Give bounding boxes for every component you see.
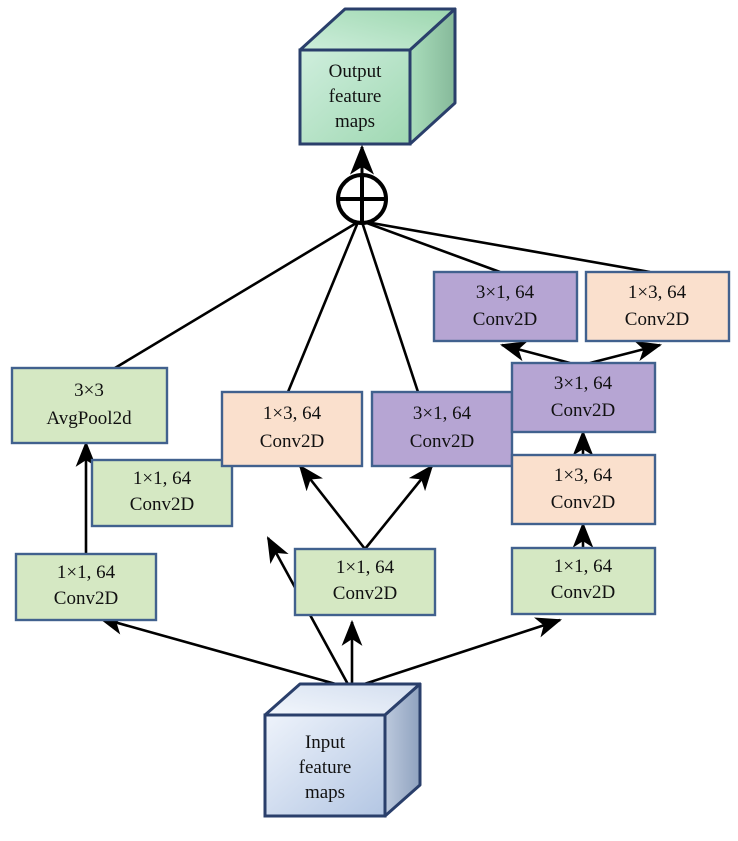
node-conv-right-1x3-line-1: 1×3, 64 (554, 465, 613, 486)
edge-avgpool-to-sum (114, 220, 359, 370)
edge-conv-mid-1x1-to-mid-3x1 (363, 464, 434, 550)
node-conv-right-1x1-line-2: Conv2D (551, 582, 615, 603)
node-conv-top-1x3-box[interactable] (584, 270, 731, 343)
node-conv-mid-3x1-line-2: Conv2D (410, 431, 474, 452)
edge-mid-3x1-to-sum (360, 221, 420, 393)
node-conv-right-1x1-line-1: 1×1, 64 (554, 556, 613, 577)
node-conv-mid-1x3[interactable]: 1×3, 64 Conv2D (220, 390, 364, 468)
edges-vertical (75, 340, 663, 554)
edge-input-to-conv-right-1x1 (351, 617, 562, 690)
output-cube-label-line-3: maps (335, 111, 375, 132)
node-avgpool-line-1: 3×3 (74, 380, 104, 401)
node-conv-mid-1x3-box[interactable] (220, 390, 364, 468)
edges-from-input (97, 536, 562, 690)
node-avgpool-line-2: AvgPool2d (46, 408, 132, 429)
node-conv-mid-1x3-line-1: 1×3, 64 (263, 403, 322, 424)
edge-conv-mid-1x1-to-split (298, 464, 367, 550)
node-conv-mid-1x1-line-1: 1×1, 64 (336, 557, 395, 578)
node-conv-right-1x3[interactable]: 1×3, 64 Conv2D (510, 453, 657, 526)
node-conv-right-1x1-box[interactable] (510, 546, 657, 616)
edge-conv-right-3x1-to-top-1x3 (589, 340, 663, 365)
output-cube-front-face (298, 48, 412, 146)
node-conv-top-3x1[interactable]: 3×1, 64 Conv2D (432, 270, 579, 343)
node-conv-right-1x3-line-2: Conv2D (551, 492, 615, 513)
node-conv-left-1x1-line-1: 1×1, 64 (57, 562, 116, 583)
node-conv-top-3x1-box[interactable] (432, 270, 579, 343)
edges-to-sum (114, 220, 651, 393)
node-conv-branch1-1x1[interactable]: 1×1, 64 Conv2D (90, 458, 234, 528)
node-conv-mid-1x3-line-2: Conv2D (260, 431, 324, 452)
edge-top-1x3-to-sum (365, 220, 651, 274)
input-cube-label-line-2: feature (299, 757, 352, 778)
node-conv-branch1-1x1-box[interactable] (90, 458, 234, 528)
output-cube-label-line-2: feature (329, 86, 382, 107)
edge-mid-1x3-to-sum (286, 221, 360, 393)
node-conv-right-3x1-line-2: Conv2D (551, 400, 615, 421)
edge-top-3x1-to-sum (363, 220, 501, 274)
input-cube-label-line-3: maps (305, 782, 345, 803)
node-conv-mid-3x1[interactable]: 3×1, 64 Conv2D (370, 390, 514, 468)
node-conv-left-1x1-line-2: Conv2D (54, 588, 118, 609)
node-conv-left-1x1[interactable]: 1×1, 64 Conv2D (14, 552, 158, 622)
node-conv-mid-1x1-box[interactable] (293, 547, 437, 617)
edge-conv-right-3x1-to-top-3x1 (499, 341, 571, 365)
output-feature-maps-cube: Output feature maps (298, 7, 457, 146)
node-conv-right-3x1-line-1: 3×1, 64 (554, 373, 613, 394)
node-conv-top-1x3-line-2: Conv2D (625, 309, 689, 330)
node-avgpool[interactable]: 3×3 AvgPool2d (10, 366, 169, 445)
node-conv-mid-3x1-box[interactable] (370, 390, 514, 468)
node-conv-top-1x3-line-1: 1×3, 64 (628, 282, 687, 303)
node-conv-left-1x1-box[interactable] (14, 552, 158, 622)
node-conv-mid-1x1[interactable]: 1×1, 64 Conv2D (293, 547, 437, 617)
node-conv-top-1x3[interactable]: 1×3, 64 Conv2D (584, 270, 731, 343)
input-cube-label-line-1: Input (305, 732, 346, 753)
sum-node (336, 173, 388, 225)
edge-input-to-conv-left-1x1 (97, 614, 351, 690)
input-feature-maps-cube: Input feature maps (263, 682, 422, 818)
node-conv-mid-1x1-line-2: Conv2D (333, 583, 397, 604)
output-cube-label-line-1: Output (329, 61, 383, 82)
node-conv-mid-3x1-line-1: 3×1, 64 (413, 403, 472, 424)
node-conv-right-1x1[interactable]: 1×1, 64 Conv2D (510, 546, 657, 616)
node-conv-right-3x1-box[interactable] (510, 361, 657, 434)
node-conv-branch1-1x1-line-1: 1×1, 64 (133, 468, 192, 489)
node-conv-right-1x3-box[interactable] (510, 453, 657, 526)
node-conv-top-3x1-line-1: 3×1, 64 (476, 282, 535, 303)
node-conv-right-3x1[interactable]: 3×1, 64 Conv2D (510, 361, 657, 434)
node-conv-top-3x1-line-2: Conv2D (473, 309, 537, 330)
input-cube-front-face (263, 713, 387, 818)
node-avgpool-box[interactable] (10, 366, 169, 445)
node-conv-branch1-1x1-line-2: Conv2D (130, 494, 194, 515)
